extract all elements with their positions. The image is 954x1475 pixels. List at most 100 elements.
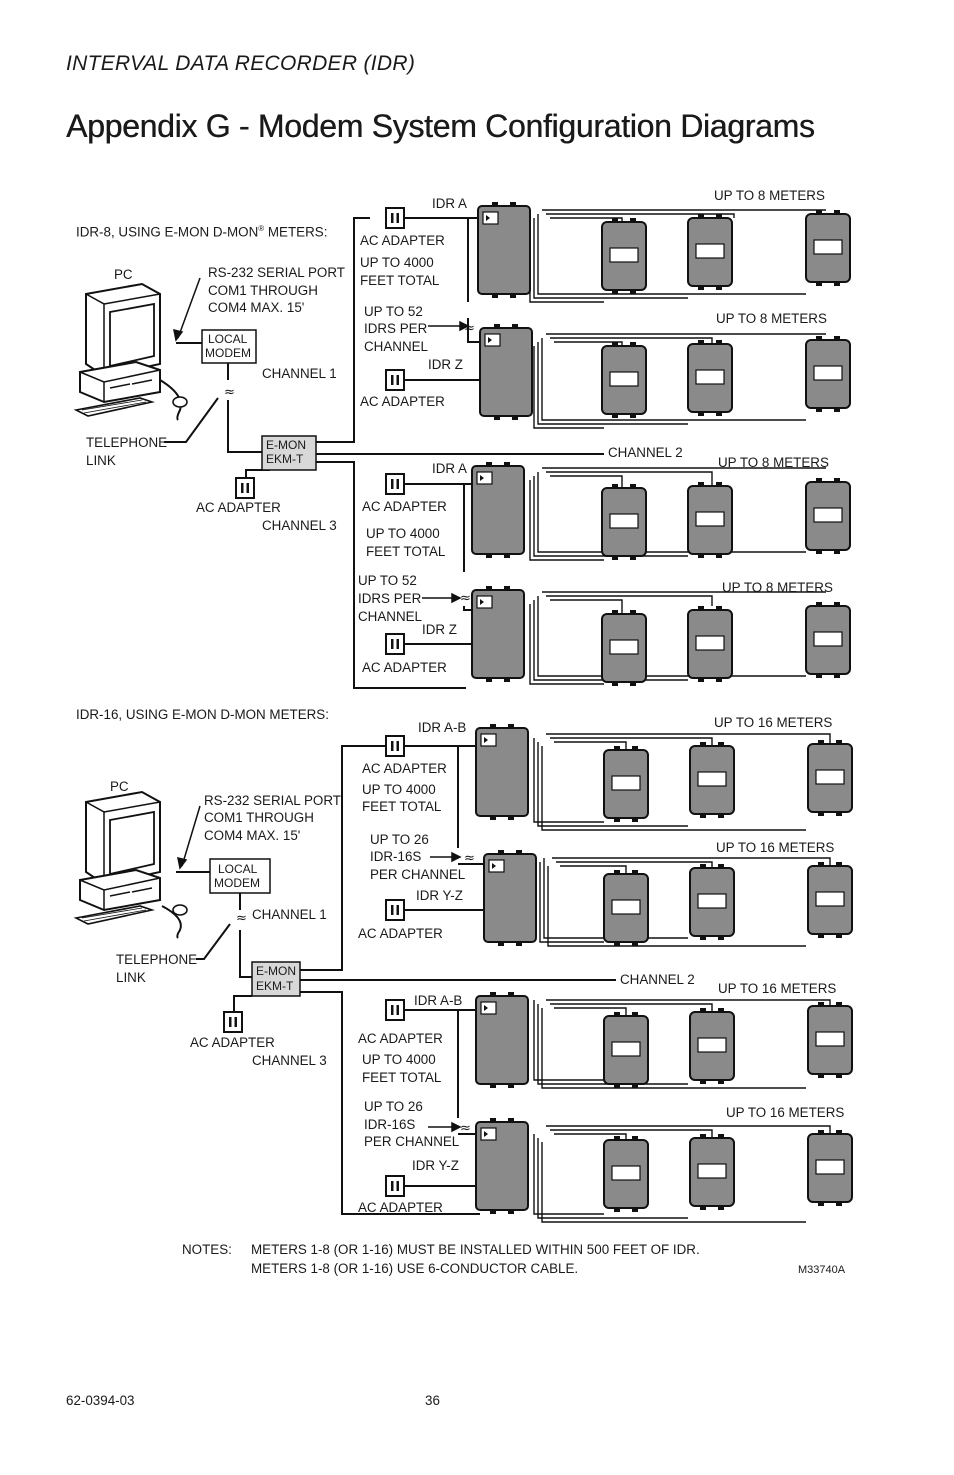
meters-label: UP TO 16 METERS bbox=[714, 715, 833, 730]
idr-unit-icon bbox=[475, 991, 529, 1089]
channel3-label: CHANNEL 3 bbox=[252, 1053, 327, 1068]
channel1-label: CHANNEL 1 bbox=[262, 366, 337, 381]
ac-outlet-icon bbox=[385, 369, 405, 391]
meters-label: UP TO 16 METERS bbox=[718, 981, 837, 996]
pc-icon bbox=[75, 791, 188, 925]
meters bbox=[601, 209, 853, 1213]
feet-label: UP TO 4000 bbox=[366, 526, 440, 541]
ac-outlet-icon bbox=[385, 735, 405, 757]
per-channel-label: PER CHANNEL bbox=[364, 1134, 460, 1149]
per-channel-label: UP TO 52 bbox=[358, 573, 417, 588]
idr-yz-label: IDR Y-Z bbox=[416, 888, 463, 903]
meters-label: UP TO 8 METERS bbox=[718, 455, 829, 470]
ac-adapter-label: AC ADAPTER bbox=[360, 394, 445, 409]
ac-outlet-icon bbox=[385, 207, 405, 229]
footer-doc-number: 62-0394-03 bbox=[66, 1393, 135, 1408]
notes-label: NOTES: bbox=[182, 1242, 232, 1257]
per-channel-label: CHANNEL bbox=[358, 609, 422, 624]
idr-unit-icon bbox=[477, 201, 531, 299]
serial-port-label: RS-232 SERIAL PORT bbox=[208, 265, 345, 280]
feet-label: FEET TOTAL bbox=[360, 273, 440, 288]
telephone-label: LINK bbox=[116, 970, 146, 985]
per-channel-label: IDRS PER bbox=[364, 321, 428, 336]
serial-port-label: COM4 MAX. 15' bbox=[208, 300, 305, 315]
figure-id: M33740A bbox=[798, 1264, 846, 1276]
page-title: Appendix G - Modem System Configuration … bbox=[66, 108, 815, 144]
serial-port-label: RS-232 SERIAL PORT bbox=[204, 793, 341, 808]
serial-port-label: COM4 MAX. 15' bbox=[204, 828, 301, 843]
modem-label: LOCAL bbox=[218, 862, 258, 876]
feet-label: FEET TOTAL bbox=[362, 1070, 442, 1085]
idr-unit-icon bbox=[471, 585, 525, 683]
ac-outlet-icon bbox=[235, 477, 255, 499]
ekm-label: E-MON bbox=[256, 964, 296, 978]
serial-port-label: COM1 THROUGH bbox=[204, 810, 314, 825]
per-channel-label: UP TO 52 bbox=[364, 304, 423, 319]
ac-outlet-icon bbox=[385, 473, 405, 495]
meters-label: UP TO 16 METERS bbox=[726, 1105, 845, 1120]
idr-a-label: IDR A bbox=[432, 196, 467, 211]
per-channel-label: PER CHANNEL bbox=[370, 867, 466, 882]
serial-port-label: COM1 THROUGH bbox=[208, 283, 318, 298]
feet-label: FEET TOTAL bbox=[362, 799, 442, 814]
feet-label: FEET TOTAL bbox=[366, 544, 446, 559]
idr-yz-label: IDR Y-Z bbox=[412, 1158, 459, 1173]
idr-unit-icon bbox=[475, 723, 529, 821]
idr-unit-icon bbox=[479, 323, 533, 421]
diagram1-caption: IDR-8, USING E-MON D-MON® METERS: bbox=[76, 224, 328, 240]
per-channel-label: UP TO 26 bbox=[364, 1099, 423, 1114]
per-channel-label: CHANNEL bbox=[364, 339, 428, 354]
idr-unit-icon bbox=[475, 1117, 529, 1215]
note-line: METERS 1-8 (OR 1-16) MUST BE INSTALLED W… bbox=[251, 1242, 700, 1257]
footer-page-number: 36 bbox=[425, 1393, 440, 1408]
idr-unit-icon bbox=[483, 849, 537, 947]
ekm-label: EKM-T bbox=[266, 452, 304, 466]
ac-adapter-label: AC ADAPTER bbox=[360, 233, 445, 248]
ac-outlet-icon bbox=[223, 1011, 243, 1033]
idr-a-label: IDR A bbox=[432, 461, 467, 476]
note-line: METERS 1-8 (OR 1-16) USE 6-CONDUCTOR CAB… bbox=[251, 1261, 579, 1276]
channel1-label: CHANNEL 1 bbox=[252, 907, 327, 922]
modem-label: LOCAL bbox=[208, 332, 248, 346]
idr-z-label: IDR Z bbox=[422, 622, 457, 637]
feet-label: UP TO 4000 bbox=[362, 782, 436, 797]
ekm-label: EKM-T bbox=[256, 979, 294, 993]
pc-label: PC bbox=[114, 267, 133, 282]
telephone-label: TELEPHONE bbox=[86, 435, 168, 450]
idr-z-label: IDR Z bbox=[428, 357, 463, 372]
channel3-label: CHANNEL 3 bbox=[262, 518, 337, 533]
modem-label: MODEM bbox=[214, 876, 260, 890]
idr-ab-label: IDR A-B bbox=[418, 720, 467, 735]
per-channel-label: IDR-16S bbox=[364, 1117, 416, 1132]
pc-label: PC bbox=[110, 779, 129, 794]
meters-label: UP TO 16 METERS bbox=[716, 840, 835, 855]
ac-adapter-label: AC ADAPTER bbox=[362, 761, 447, 776]
ac-adapter-label: AC ADAPTER bbox=[196, 500, 281, 515]
telephone-label: LINK bbox=[86, 453, 116, 468]
idr-unit-icon bbox=[471, 461, 525, 559]
telephone-label: TELEPHONE bbox=[116, 952, 198, 967]
meters-label: UP TO 8 METERS bbox=[714, 188, 825, 203]
per-channel-label: UP TO 26 bbox=[370, 832, 429, 847]
section-header: INTERVAL DATA RECORDER (IDR) bbox=[66, 52, 416, 75]
ac-adapter-label: AC ADAPTER bbox=[358, 1031, 443, 1046]
per-channel-label: IDR-16S bbox=[370, 849, 422, 864]
diagram2-caption: IDR-16, USING E-MON D-MON METERS: bbox=[76, 707, 329, 722]
ac-adapter-label: AC ADAPTER bbox=[362, 499, 447, 514]
ekm-label: E-MON bbox=[266, 438, 306, 452]
ac-outlet-icon bbox=[385, 633, 405, 655]
channel2-label: CHANNEL 2 bbox=[620, 972, 695, 987]
ac-outlet-icon bbox=[385, 1175, 405, 1197]
meters-label: UP TO 8 METERS bbox=[716, 311, 827, 326]
feet-label: UP TO 4000 bbox=[362, 1052, 436, 1067]
per-channel-label: IDRS PER bbox=[358, 591, 422, 606]
ac-outlet-icon bbox=[385, 999, 405, 1021]
pc-icon bbox=[75, 283, 188, 417]
ac-adapter-label: AC ADAPTER bbox=[358, 1200, 443, 1215]
modem-label: MODEM bbox=[205, 346, 251, 360]
ac-adapter-label: AC ADAPTER bbox=[362, 660, 447, 675]
feet-label: UP TO 4000 bbox=[360, 255, 434, 270]
channel2-label: CHANNEL 2 bbox=[608, 445, 683, 460]
ac-adapter-label: AC ADAPTER bbox=[358, 926, 443, 941]
